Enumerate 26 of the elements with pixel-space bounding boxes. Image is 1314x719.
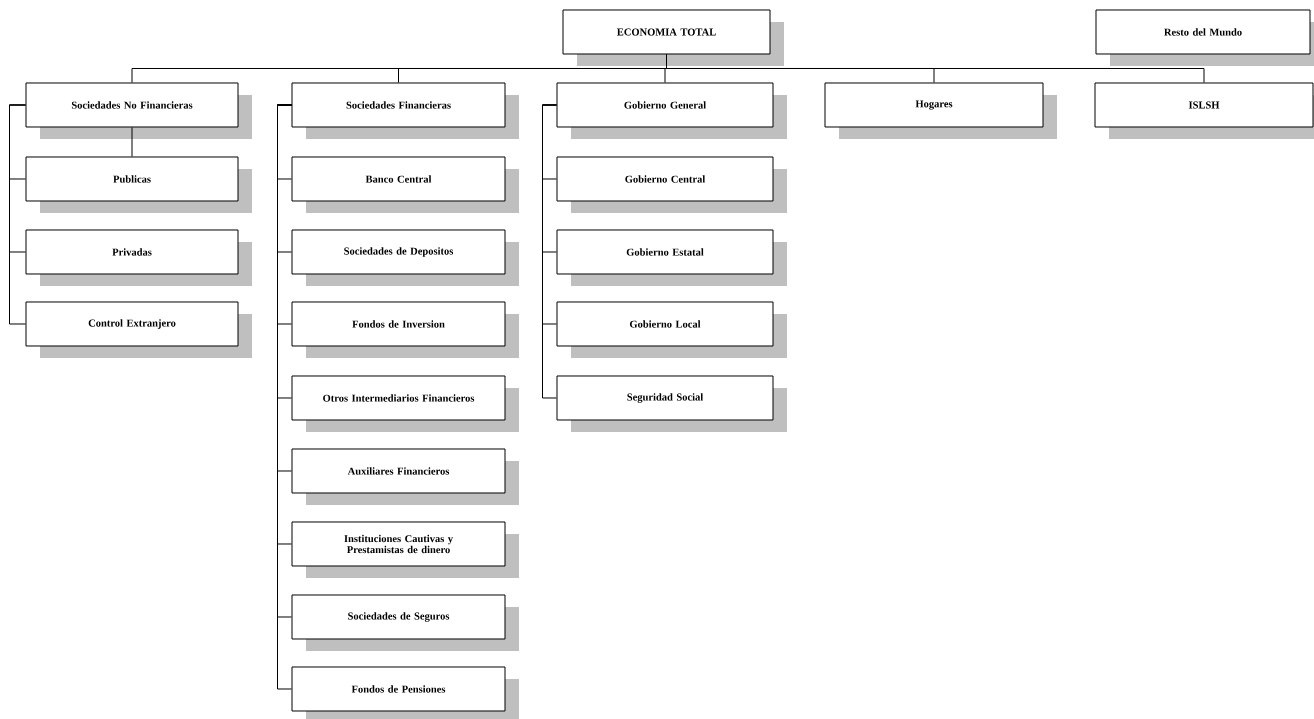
box: Instituciones Cautivas y Prestamistas de dinero bbox=[291, 521, 519, 578]
box: Gobierno Local bbox=[556, 301, 787, 358]
box: Seguridad Social bbox=[556, 375, 787, 432]
box: Sociedades de Seguros bbox=[291, 594, 519, 651]
box: Sociedades No Financieras bbox=[25, 82, 252, 139]
box: Gobierno General bbox=[556, 82, 787, 139]
box: Sociedades de Depositos bbox=[291, 229, 519, 286]
box: Resto del Mundo bbox=[1095, 9, 1314, 66]
box: Fondos de Pensiones bbox=[291, 666, 519, 719]
box: Otros Intermediarios Financieros bbox=[291, 375, 519, 432]
box: Privadas bbox=[25, 229, 252, 286]
box: Banco Central bbox=[291, 156, 519, 213]
box: Gobierno Central bbox=[556, 156, 787, 213]
box: Hogares bbox=[824, 82, 1057, 139]
connector-line bbox=[9, 104, 26, 325]
box: Control Extranjero bbox=[25, 301, 252, 358]
connector-line bbox=[542, 104, 557, 399]
box: ISLSH bbox=[1094, 82, 1314, 139]
box: Publicas bbox=[25, 156, 252, 213]
box: Sociedades Financieras bbox=[291, 82, 519, 139]
connector-line bbox=[666, 54, 1205, 83]
box: Auxiliares Financieros bbox=[291, 448, 519, 505]
box: ECONOMIA TOTAL bbox=[562, 9, 784, 66]
box: Gobierno Estatal bbox=[556, 229, 787, 286]
box: Fondos de Inversion bbox=[291, 301, 519, 358]
connector-line bbox=[131, 127, 133, 157]
